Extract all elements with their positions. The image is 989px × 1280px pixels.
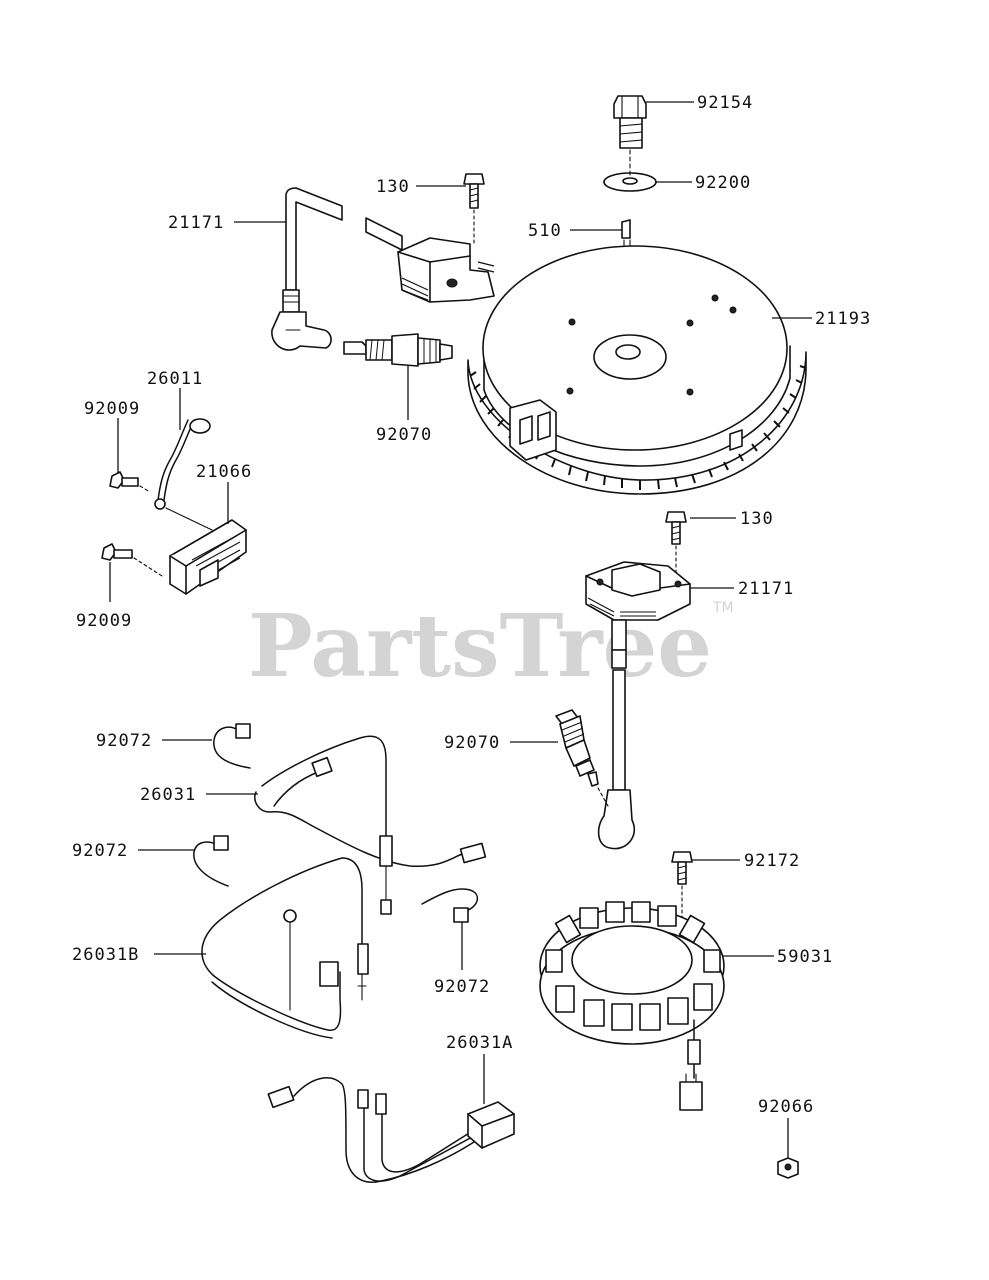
key-510[interactable] bbox=[621, 219, 631, 239]
screw-92009-top[interactable] bbox=[109, 471, 139, 489]
stator-59031[interactable] bbox=[539, 901, 725, 1111]
ignition-coil-21171-right[interactable] bbox=[585, 561, 691, 850]
leader-lines bbox=[109, 101, 812, 1158]
ignition-coil-21171-top[interactable] bbox=[271, 187, 495, 351]
callout-510: 510 bbox=[528, 221, 562, 241]
callout-130-top: 130 bbox=[376, 177, 410, 197]
callout-59031: 59031 bbox=[777, 947, 833, 967]
callout-92072-c: 92072 bbox=[434, 977, 490, 997]
callout-92200: 92200 bbox=[695, 173, 751, 193]
callout-92009-top: 92009 bbox=[84, 399, 140, 419]
callout-92154: 92154 bbox=[697, 93, 753, 113]
callout-92070-right: 92070 bbox=[444, 733, 500, 753]
bolt-92154[interactable] bbox=[613, 95, 647, 149]
screw-92009-bottom[interactable] bbox=[101, 543, 133, 561]
ground-wire-26011[interactable] bbox=[154, 418, 211, 510]
callout-21066: 21066 bbox=[196, 462, 252, 482]
regulator-21066[interactable] bbox=[169, 519, 247, 595]
spark-plug-92070-right[interactable] bbox=[555, 709, 599, 787]
callout-130-right: 130 bbox=[740, 509, 774, 529]
clamp-92072-c[interactable] bbox=[421, 888, 479, 923]
callout-92172: 92172 bbox=[744, 851, 800, 871]
callout-92066: 92066 bbox=[758, 1097, 814, 1117]
callout-26011: 26011 bbox=[147, 369, 203, 389]
bolt-92172[interactable] bbox=[671, 851, 693, 885]
callout-92072-a: 92072 bbox=[96, 731, 152, 751]
callout-26031B: 26031B bbox=[72, 945, 139, 965]
flywheel-21193[interactable] bbox=[467, 245, 807, 495]
washer-92200[interactable] bbox=[603, 172, 657, 192]
clamp-92072-a[interactable] bbox=[213, 723, 251, 769]
harness-26031[interactable] bbox=[254, 735, 487, 915]
bolt-130-right[interactable] bbox=[665, 511, 687, 545]
callout-21171-right: 21171 bbox=[738, 579, 794, 599]
clamp-92072-b[interactable] bbox=[193, 835, 229, 887]
harness-26031B[interactable] bbox=[201, 857, 369, 1039]
callout-92070-top: 92070 bbox=[376, 425, 432, 445]
watermark-trademark: TM bbox=[712, 600, 734, 616]
callout-26031: 26031 bbox=[140, 785, 196, 805]
callout-92009-bottom: 92009 bbox=[76, 611, 132, 631]
callout-26031A: 26031A bbox=[446, 1033, 513, 1053]
nut-92066[interactable] bbox=[777, 1157, 799, 1179]
harness-26031A[interactable] bbox=[267, 1077, 515, 1183]
bolt-130-top[interactable] bbox=[463, 173, 485, 209]
spark-plug-92070-top[interactable] bbox=[343, 333, 453, 367]
callout-92072-b: 92072 bbox=[72, 841, 128, 861]
callout-21171-top: 21171 bbox=[168, 213, 224, 233]
callout-21193: 21193 bbox=[815, 309, 871, 329]
